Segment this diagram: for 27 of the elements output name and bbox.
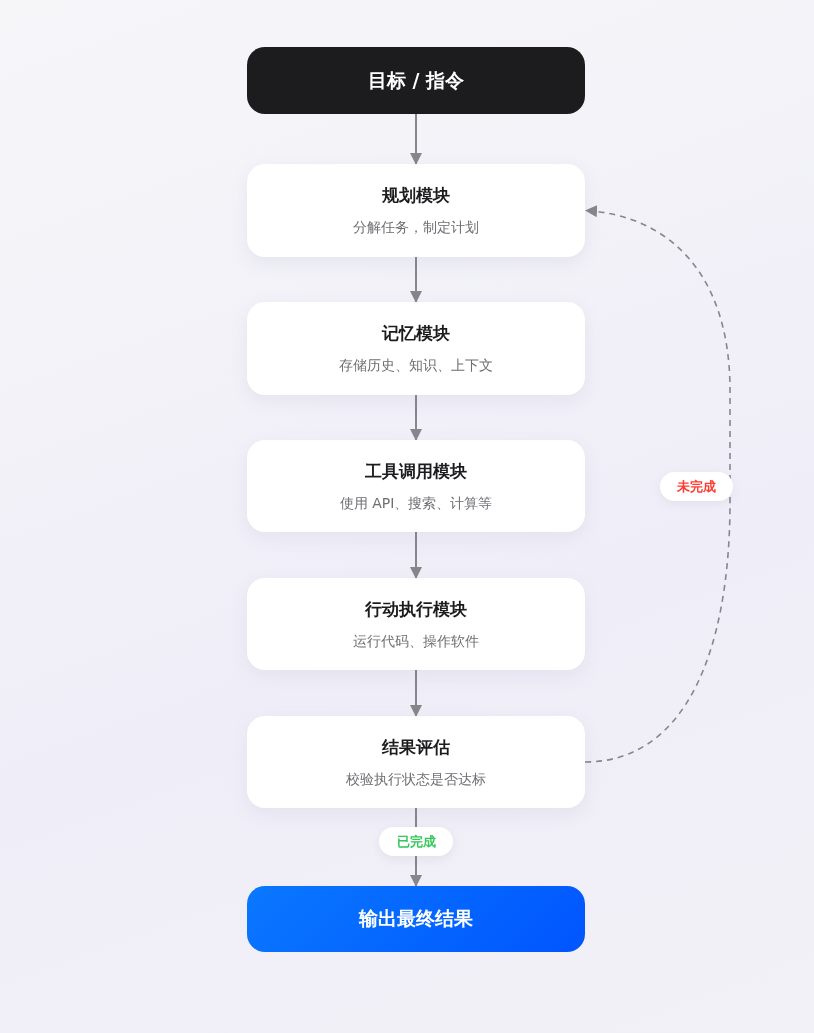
dashed-arrow — [584, 205, 731, 763]
box-title: 记忆模块 — [382, 322, 450, 345]
box-title: 规划模块 — [382, 184, 450, 207]
process-box — [247, 440, 585, 532]
start-box — [247, 47, 585, 114]
box-description: 使用 API、搜索、计算等 — [339, 494, 493, 513]
arrow — [410, 256, 422, 303]
process-box — [247, 302, 585, 395]
output-box — [247, 886, 585, 952]
box-title: 结果评估 — [382, 735, 450, 759]
process-box — [247, 716, 585, 808]
arrow — [410, 113, 422, 165]
box-title: 工具调用模块 — [365, 459, 467, 483]
process-box — [247, 164, 585, 257]
box-description: 存储历史、知识、上下文 — [339, 357, 493, 375]
box-title: 行动执行模块 — [365, 597, 467, 621]
edge-label: 未完成 — [660, 472, 733, 501]
arrow — [410, 394, 422, 441]
box-description: 运行代码、操作软件 — [353, 632, 479, 651]
box-title: 输出最终结果 — [359, 906, 473, 931]
box-description: 校验执行状态是否达标 — [346, 770, 486, 789]
process-box — [247, 578, 585, 670]
edge-label: 已完成 — [379, 827, 453, 856]
box-title: 目标 / 指令 — [367, 67, 465, 93]
box-description: 分解任务，制定计划 — [353, 219, 479, 237]
arrow — [410, 531, 422, 579]
arrow — [410, 669, 422, 717]
